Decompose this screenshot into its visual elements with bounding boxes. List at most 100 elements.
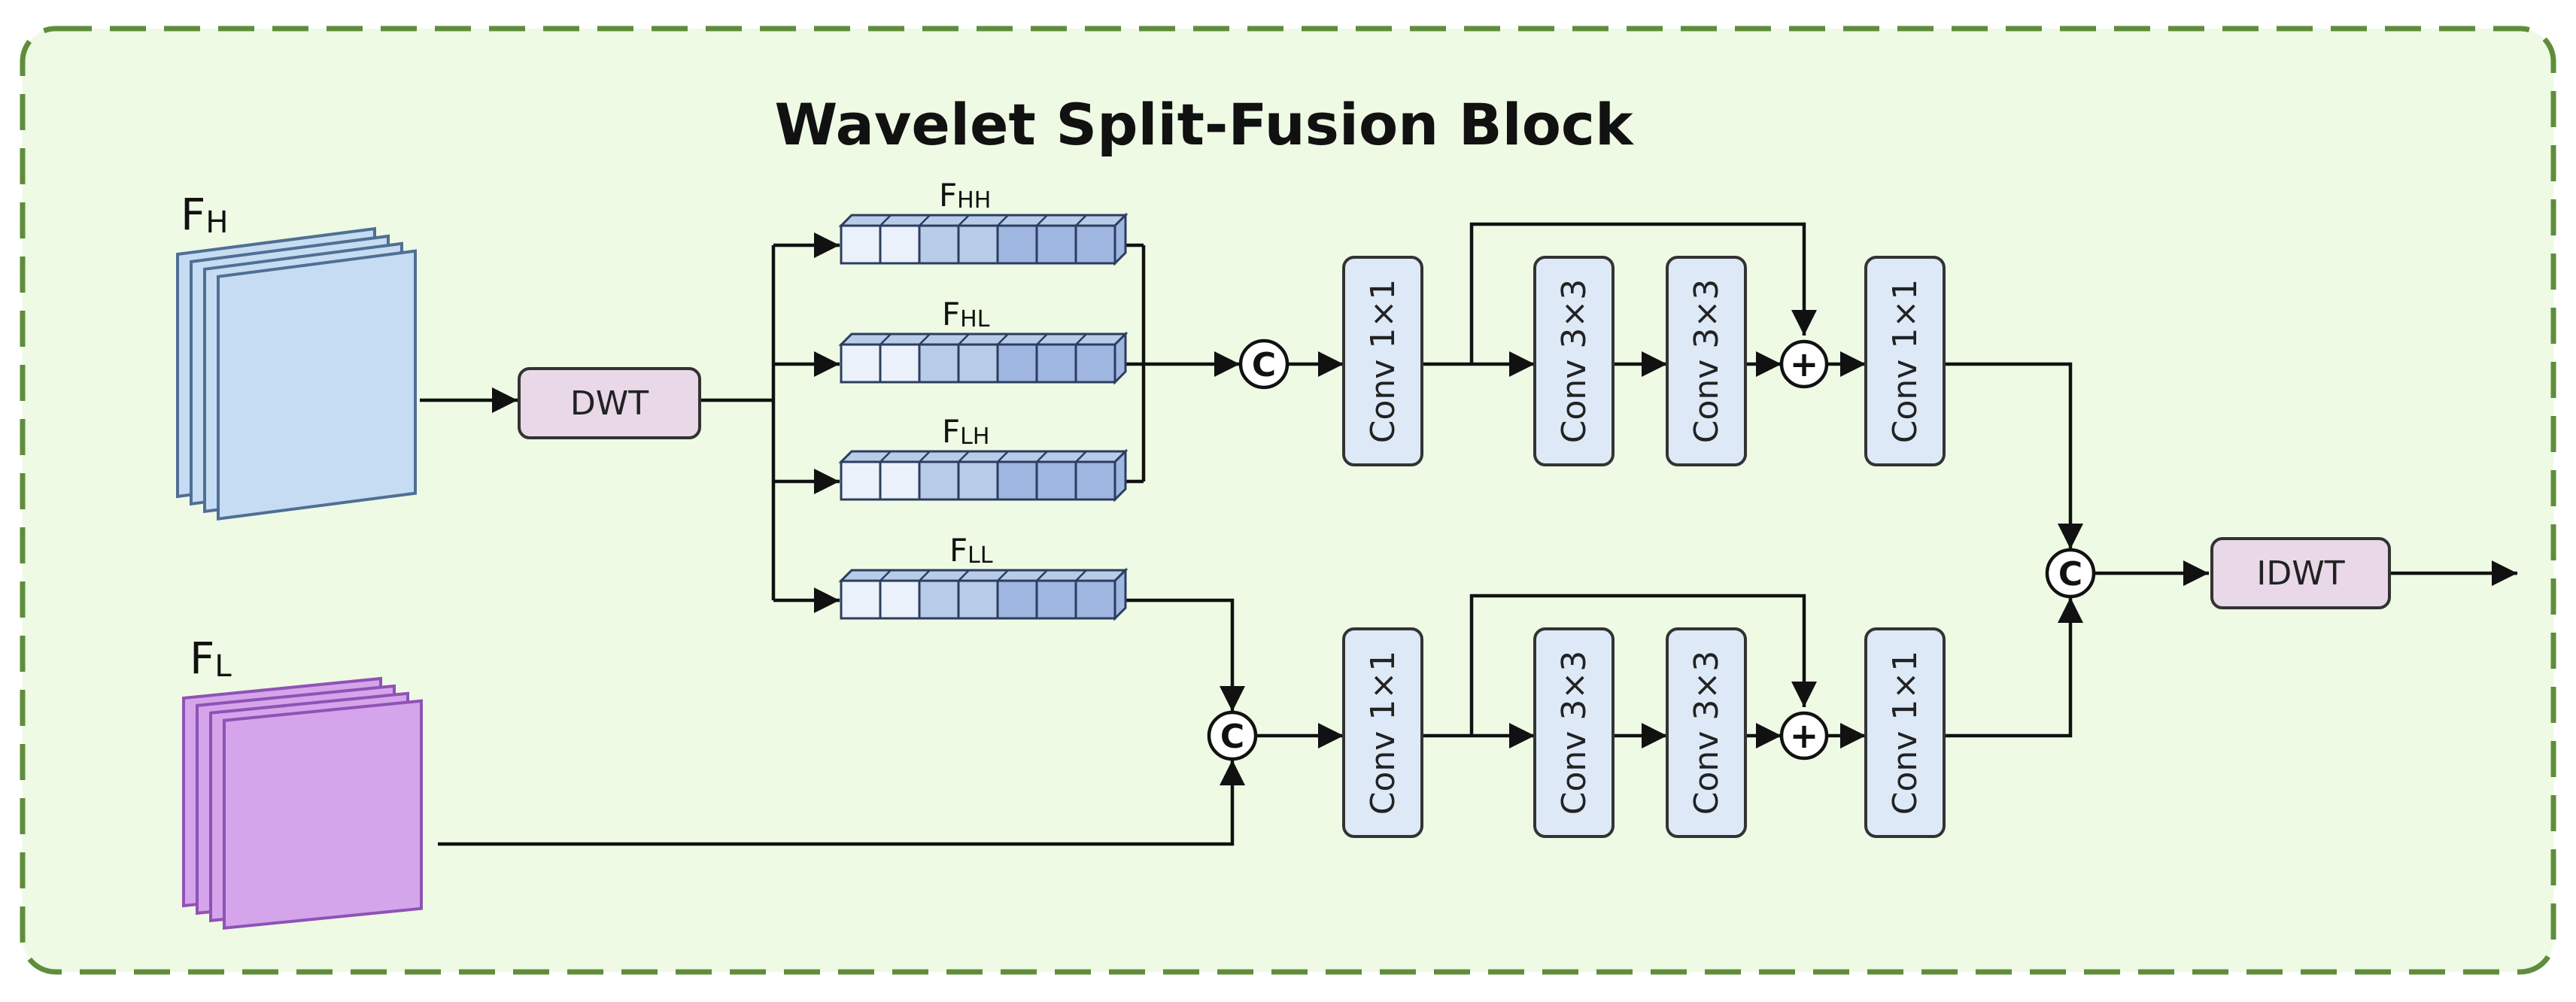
tensor-edge [919,333,931,345]
conv-label: Conv 3×3 [1555,279,1593,443]
tensor-edge [1036,333,1048,345]
tensor-edge [1075,333,1087,345]
tensor-edge [879,214,892,226]
conv-label: Conv 3×3 [1687,651,1726,815]
high-frequency-feature-stack [176,226,417,521]
tensor-cell [1074,224,1116,265]
tensor-cell [1035,224,1077,265]
add-bottom: + [1779,711,1829,761]
subband-label-lh: FLH [942,413,989,450]
low-frequency-feature-stack [182,676,423,930]
svg-text:C: C [2058,555,2082,594]
tensor-cell [879,224,921,265]
conv1x1-bottom-out: Conv 1×1 [1864,627,1946,838]
conv1x1-top-in: Conv 1×1 [1342,256,1423,466]
tensor-top-face [838,450,1129,463]
conv-label: Conv 1×1 [1886,279,1924,443]
tensor-edge [919,214,931,226]
tensor-edge [919,451,931,463]
tensor-edge [919,569,931,581]
conv1x1-bottom-in: Conv 1×1 [1342,627,1423,838]
tensor-edge [1036,569,1048,581]
conv-label: Conv 1×1 [1364,651,1402,815]
concat-top: C [1238,339,1290,390]
diagram-title: Wavelet Split-Fusion Block [774,91,1634,158]
tensor-cell [957,579,999,620]
tensor-cell [918,343,960,384]
tensor-cell [1074,460,1116,501]
tensor-edge [840,451,852,463]
low-feature-sheet [223,699,423,930]
tensor-cell [840,579,882,620]
tensor-cell [996,579,1038,620]
tensor-edge [958,333,970,345]
conv3x3-top-b: Conv 3×3 [1666,256,1747,466]
tensor-edge [1036,451,1048,463]
tensor-cell [879,343,921,384]
svg-text:C: C [1252,346,1276,384]
svg-text:+: + [1790,344,1819,384]
tensor-edge [958,451,970,463]
tensor-edge [958,569,970,581]
tensor-cell [918,579,960,620]
tensor-cell [879,579,921,620]
svg-text:C: C [1220,718,1244,756]
tensor-edge [1075,451,1087,463]
tensor-edge [840,569,852,581]
concat-bottom: C [1207,710,1258,761]
input-high-label: FH [181,189,228,240]
tensor-cell [996,460,1038,501]
tensor-cell [840,343,882,384]
conv3x3-bottom-b: Conv 3×3 [1666,627,1747,838]
tensor-cell [957,460,999,501]
tensor-cell [957,224,999,265]
tensor-cell [1035,579,1077,620]
conv3x3-top-a: Conv 3×3 [1533,256,1615,466]
svg-text:IDWT: IDWT [2256,554,2344,593]
tensor-cell [1074,579,1116,620]
tensor-edge [997,451,1009,463]
high-feature-sheet [217,249,417,521]
conv-label: Conv 3×3 [1687,279,1726,443]
subband-label-hh: FHH [939,177,991,214]
tensor-edge [1075,569,1087,581]
tensor-cell [957,343,999,384]
subband-tensor-hh [838,212,1129,266]
conv1x1-top-out: Conv 1×1 [1864,256,1946,466]
subband-tensor-ll [838,567,1129,621]
tensor-edge [879,451,892,463]
conv-label: Conv 1×1 [1364,279,1402,443]
tensor-cell [1035,343,1077,384]
tensor-top-face [838,214,1129,227]
tensor-edge [840,333,852,345]
tensor-edge [997,333,1009,345]
tensor-top-face [838,569,1129,582]
input-low-label: FL [190,633,232,684]
tensor-cell [918,460,960,501]
add-top: + [1779,339,1829,389]
connection-lines [420,222,2517,846]
tensor-edge [958,214,970,226]
tensor-edge [997,569,1009,581]
tensor-edge [879,569,892,581]
svg-text:DWT: DWT [570,384,649,423]
tensor-edge [1075,214,1087,226]
conv-label: Conv 3×3 [1555,651,1593,815]
concat-final: C [2045,548,2096,599]
idwt-block: IDWT [2210,537,2391,609]
tensor-cell [1074,343,1116,384]
tensor-cell [1035,460,1077,501]
conv-label: Conv 1×1 [1886,651,1924,815]
subband-tensor-lh [838,448,1129,503]
tensor-cell [918,224,960,265]
tensor-cell [840,460,882,501]
tensor-edge [879,333,892,345]
subband-label-hl: FHL [942,296,990,332]
conv3x3-bottom-a: Conv 3×3 [1533,627,1615,838]
dwt-block: DWT [518,367,701,439]
tensor-cell [996,343,1038,384]
svg-text:+: + [1790,715,1819,756]
subband-tensor-hl [838,331,1129,385]
